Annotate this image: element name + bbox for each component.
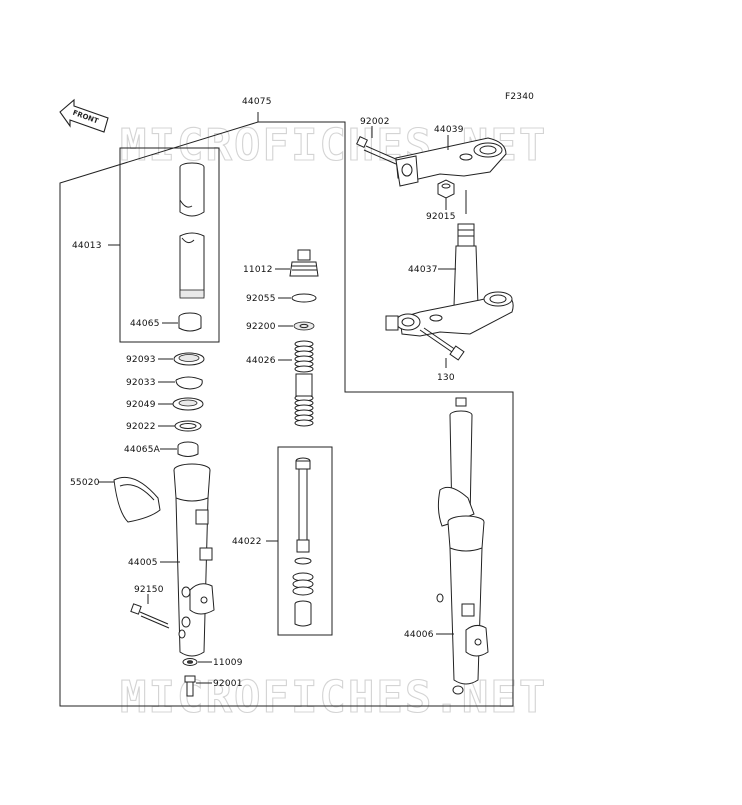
watermark-bottom: MICROFICHES.NET (120, 672, 547, 723)
label-92001: 92001 (213, 679, 243, 689)
bushing-44065 (178, 312, 202, 332)
label-92022: 92022 (126, 422, 156, 432)
front-arrow-icon: FRONT (59, 98, 109, 133)
nut-92015 (437, 179, 455, 199)
label-44006: 44006 (404, 630, 434, 640)
washer-92200 (293, 321, 315, 331)
label-92200: 92200 (246, 322, 276, 332)
seal-92049 (172, 397, 204, 411)
label-44013: 44013 (72, 241, 102, 251)
o-ring-92055 (291, 293, 317, 303)
cap-bolt-11012 (289, 249, 319, 277)
label-44065A: 44065A (124, 445, 161, 455)
washer-92022 (174, 420, 202, 432)
assembly-outline-44075 (59, 112, 514, 707)
label-11009: 11009 (213, 658, 243, 668)
bolt-92002 (356, 136, 399, 165)
label-130: 130 (437, 373, 455, 383)
label-44005: 44005 (128, 558, 158, 568)
stem-bracket-44037 (385, 190, 514, 337)
bolt-92001 (184, 675, 196, 697)
snap-ring-92033 (175, 376, 203, 390)
outer-tube-44005 (173, 463, 215, 657)
label-92150: 92150 (134, 585, 164, 595)
upper-bracket-44039 (395, 137, 507, 187)
spring-44026 (294, 340, 314, 427)
label-44026: 44026 (246, 356, 276, 366)
label-11012: 11012 (243, 265, 273, 275)
label-92033: 92033 (126, 378, 156, 388)
oil-seal-92093 (173, 352, 205, 366)
bolt-92150 (130, 603, 170, 629)
fork-assembly-44006 (436, 397, 489, 695)
label-92049: 92049 (126, 400, 156, 410)
label-44022: 44022 (232, 537, 262, 547)
label-92015: 92015 (426, 212, 456, 222)
label-55020: 55020 (70, 478, 100, 488)
label-44065: 44065 (130, 319, 160, 329)
inner-tube-44013 (179, 162, 205, 299)
bolt-130 (419, 327, 465, 361)
gasket-11009 (182, 658, 198, 666)
fork-guard-55020 (113, 476, 161, 523)
figure-code: F2340 (505, 92, 534, 102)
label-92002: 92002 (360, 117, 390, 127)
damper-rod-44022 (292, 457, 314, 627)
label-44037: 44037 (408, 265, 438, 275)
bushing-44065A (177, 441, 199, 457)
label-92055: 92055 (246, 294, 276, 304)
label-92093: 92093 (126, 355, 156, 365)
label-44075: 44075 (242, 97, 272, 107)
label-44039: 44039 (434, 125, 464, 135)
